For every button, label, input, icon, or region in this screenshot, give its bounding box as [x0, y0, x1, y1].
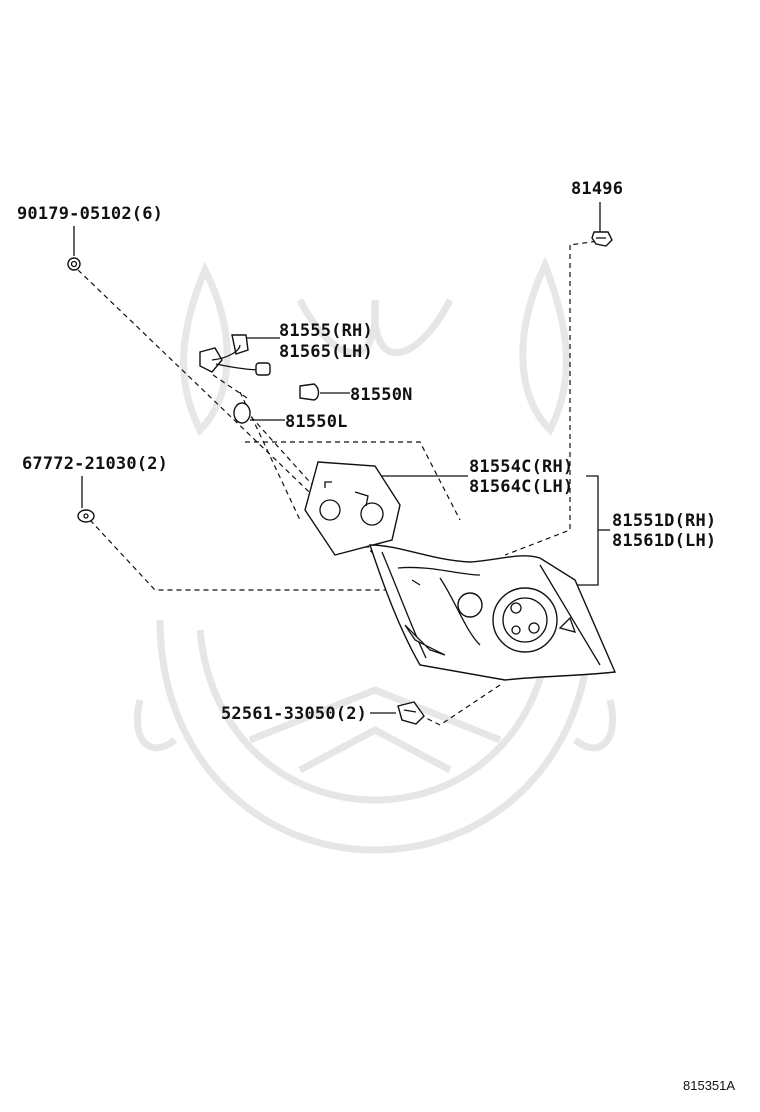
screw-90179-icon: [67, 257, 81, 271]
label-90179: 90179-05102(6): [17, 204, 163, 224]
gasket-81554c-icon: [304, 461, 401, 556]
watermark-emblem: [133, 256, 617, 854]
socket-wire-81555-icon: [199, 334, 271, 376]
clip-81496-icon: [591, 231, 613, 247]
label-81565: 81565(LH): [279, 342, 373, 362]
label-52561: 52561-33050(2): [221, 704, 367, 724]
label-67772: 67772-21030(2): [22, 454, 168, 474]
label-81554c: 81554C(RH): [469, 457, 573, 477]
label-81550l: 81550L: [285, 412, 348, 432]
tail-lamp-81551d-icon: [369, 544, 617, 681]
grommet-67772-icon: [77, 509, 95, 523]
label-81551d: 81551D(RH): [612, 511, 716, 531]
bulb-81550l-icon: [233, 402, 251, 424]
label-81496: 81496: [571, 179, 623, 199]
label-81555: 81555(RH): [279, 321, 373, 341]
bulb-81550n-icon: [299, 383, 320, 401]
label-81564c: 81564C(LH): [469, 477, 573, 497]
diagram-code: 815351A: [683, 1078, 735, 1093]
label-81561d: 81561D(LH): [612, 531, 716, 551]
retainer-52561-icon: [397, 701, 425, 725]
label-81550n: 81550N: [350, 385, 413, 405]
